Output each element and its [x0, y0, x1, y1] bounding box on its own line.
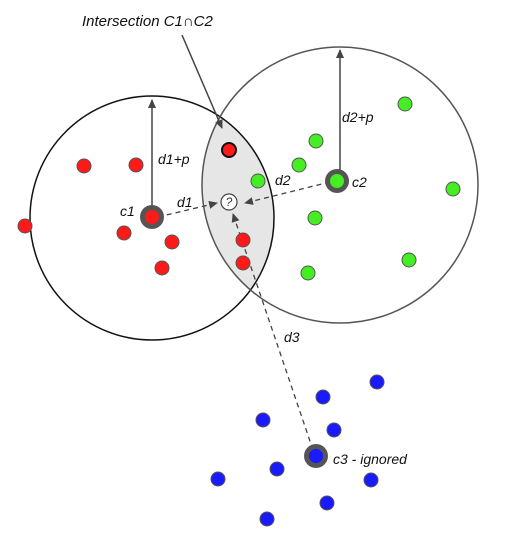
c2-label: c2	[352, 174, 367, 190]
point	[235, 232, 251, 248]
cluster-1-points	[17, 157, 251, 276]
point	[401, 252, 417, 268]
point	[369, 374, 385, 390]
point	[250, 173, 266, 189]
centroid-c1	[140, 205, 164, 229]
d2p-label: d2+p	[342, 109, 374, 125]
cluster-circle-c1	[29, 95, 275, 341]
point	[76, 158, 92, 174]
centroid-c3	[304, 444, 328, 468]
c1-label: c1	[120, 203, 135, 219]
point	[154, 260, 170, 276]
point	[116, 225, 132, 241]
point	[300, 265, 316, 281]
cluster-3-points	[210, 374, 385, 527]
intersection-label: Intersection C1∩C2	[82, 13, 213, 30]
point	[17, 218, 33, 234]
point	[326, 422, 342, 438]
point	[164, 234, 180, 250]
point	[319, 495, 335, 511]
distance-line-d3	[231, 213, 314, 451]
d1p-label: d1+p	[158, 151, 190, 167]
point	[269, 461, 285, 477]
distance-line-d2	[244, 181, 331, 205]
point	[235, 255, 251, 271]
d2-label: d2	[275, 172, 291, 188]
centroid-c2	[325, 169, 349, 193]
point	[307, 210, 323, 226]
point	[308, 133, 324, 149]
intersection-pointer-arrow	[181, 34, 223, 129]
d1-label: d1	[177, 194, 193, 210]
query-point	[220, 193, 238, 211]
point	[445, 181, 461, 197]
point	[255, 412, 271, 428]
point	[363, 472, 379, 488]
cluster-2-points	[250, 96, 461, 281]
c3-label: c3 - ignored	[333, 451, 408, 467]
point	[397, 96, 413, 112]
query-label: ?	[226, 195, 233, 209]
point-outlined	[221, 142, 237, 158]
d3-label: d3	[284, 329, 300, 345]
point	[291, 157, 307, 173]
point	[210, 471, 226, 487]
cluster-circle-c2	[201, 46, 479, 324]
distance-line-d1	[157, 200, 218, 218]
point	[128, 157, 144, 173]
point	[315, 389, 331, 405]
point	[259, 511, 275, 527]
